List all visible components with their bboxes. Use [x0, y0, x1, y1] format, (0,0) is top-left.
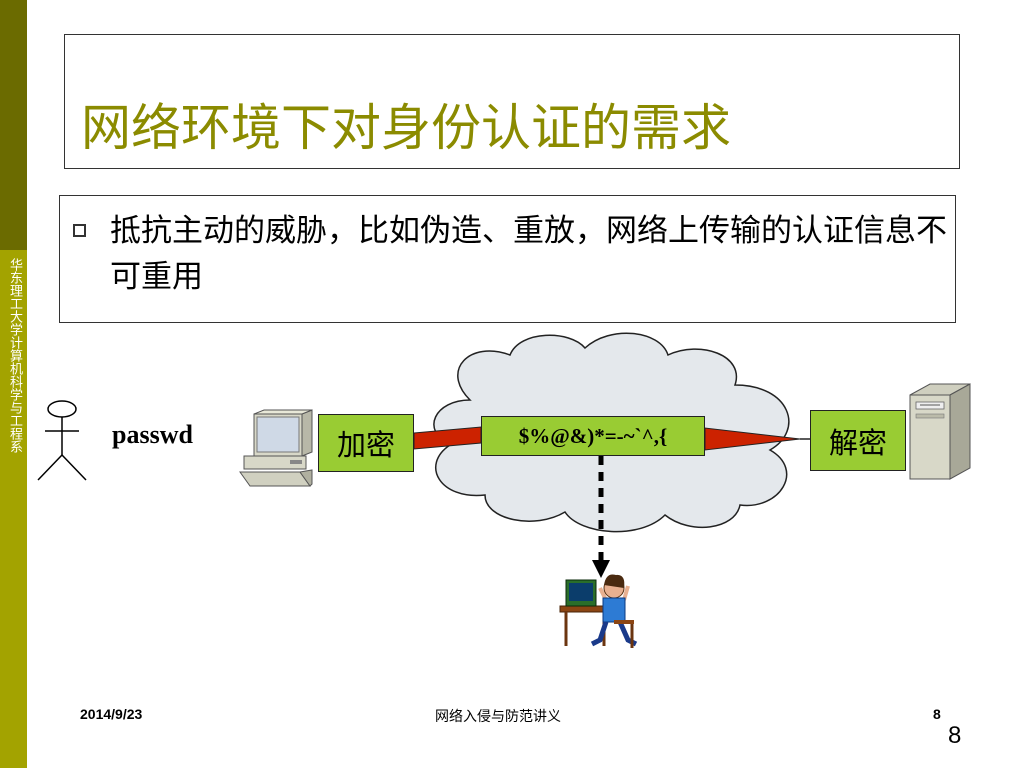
content-box: 抵抗主动的威胁，比如伪造、重放，网络上传输的认证信息不可重用	[59, 195, 956, 323]
encrypt-box: 加密	[318, 414, 414, 472]
footer-page-number: 8	[933, 706, 941, 722]
passwd-label: passwd	[112, 420, 193, 449]
slide-page-number: 8	[948, 722, 962, 749]
decrypt-box: 解密	[810, 410, 906, 471]
footer-date: 2014/9/23	[80, 706, 143, 722]
sidebar-light-band	[0, 250, 27, 768]
down-arrow-icon	[592, 560, 610, 578]
square-bullet-icon	[73, 224, 86, 237]
client-computer-icon	[239, 409, 313, 487]
title-box: 网络环境下对身份认证的需求	[64, 34, 960, 169]
red-arrow-icon	[704, 427, 801, 451]
footer-course-title: 网络入侵与防范讲义	[435, 709, 561, 725]
attacker-at-computer-icon	[559, 574, 638, 648]
bullet-text: 抵抗主动的威胁，比如伪造、重放，网络上传输的认证信息不可重用	[110, 213, 947, 295]
slide-title: 网络环境下对身份认证的需求	[81, 99, 731, 157]
user-stick-figure-icon	[37, 400, 87, 481]
sidebar-dark-band	[0, 0, 27, 250]
server-icon	[909, 383, 971, 480]
ciphertext-box: $%@&)*=-~`^,{	[481, 416, 705, 456]
sidebar-vertical-text: 华东理工大学计算机科学与工程系	[7, 258, 22, 453]
